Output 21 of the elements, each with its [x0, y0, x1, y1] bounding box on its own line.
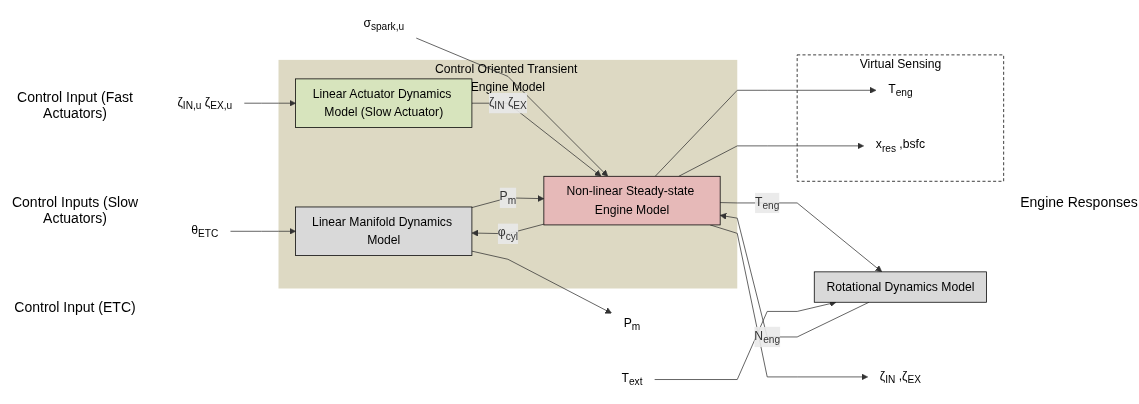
node-text: σ$_{spark,u}$	[363, 16, 405, 33]
edge-label: P$_{m}$	[499, 189, 517, 206]
edge-label: ζ$_{IN}$ ζ$_{EX}$	[489, 95, 527, 112]
edge-label: N$_{eng}$	[754, 328, 781, 346]
node-text: ζ$_{IN}$ ,ζ$_{EX}$	[879, 368, 921, 385]
node-box: Rotational Dynamics Model	[813, 271, 987, 303]
node-text: P$_{m}$	[623, 315, 641, 332]
group-label: Control Input (Fast Actuators)	[16, 88, 134, 121]
edge-label: φ$_{cyl}$	[497, 225, 519, 242]
node-text: T$_{ext}$	[621, 371, 643, 388]
node-text: θ$_{ETC}$	[191, 223, 219, 240]
node-text: T$_{eng}$	[888, 82, 913, 99]
node-text: ζ$_{IN,u}$ ζ$_{EX,u}$	[177, 95, 233, 112]
node-box: Non-linear Steady-state Engine Model	[543, 175, 721, 226]
group-label: Control Inputs (Slow Actuators)	[10, 194, 140, 226]
edge-label: T$_{eng}$	[755, 194, 780, 212]
group-label: Engine Responses	[1019, 194, 1139, 210]
group-label: Control Input (ETC)	[13, 299, 137, 316]
node-box: Linear Actuator Dynamics Model (Slow Actuator)	[295, 78, 473, 128]
node-box: Linear Manifold Dynamics Model	[295, 206, 473, 256]
node-text: x$_{res}$ ,bsfc	[875, 137, 926, 154]
